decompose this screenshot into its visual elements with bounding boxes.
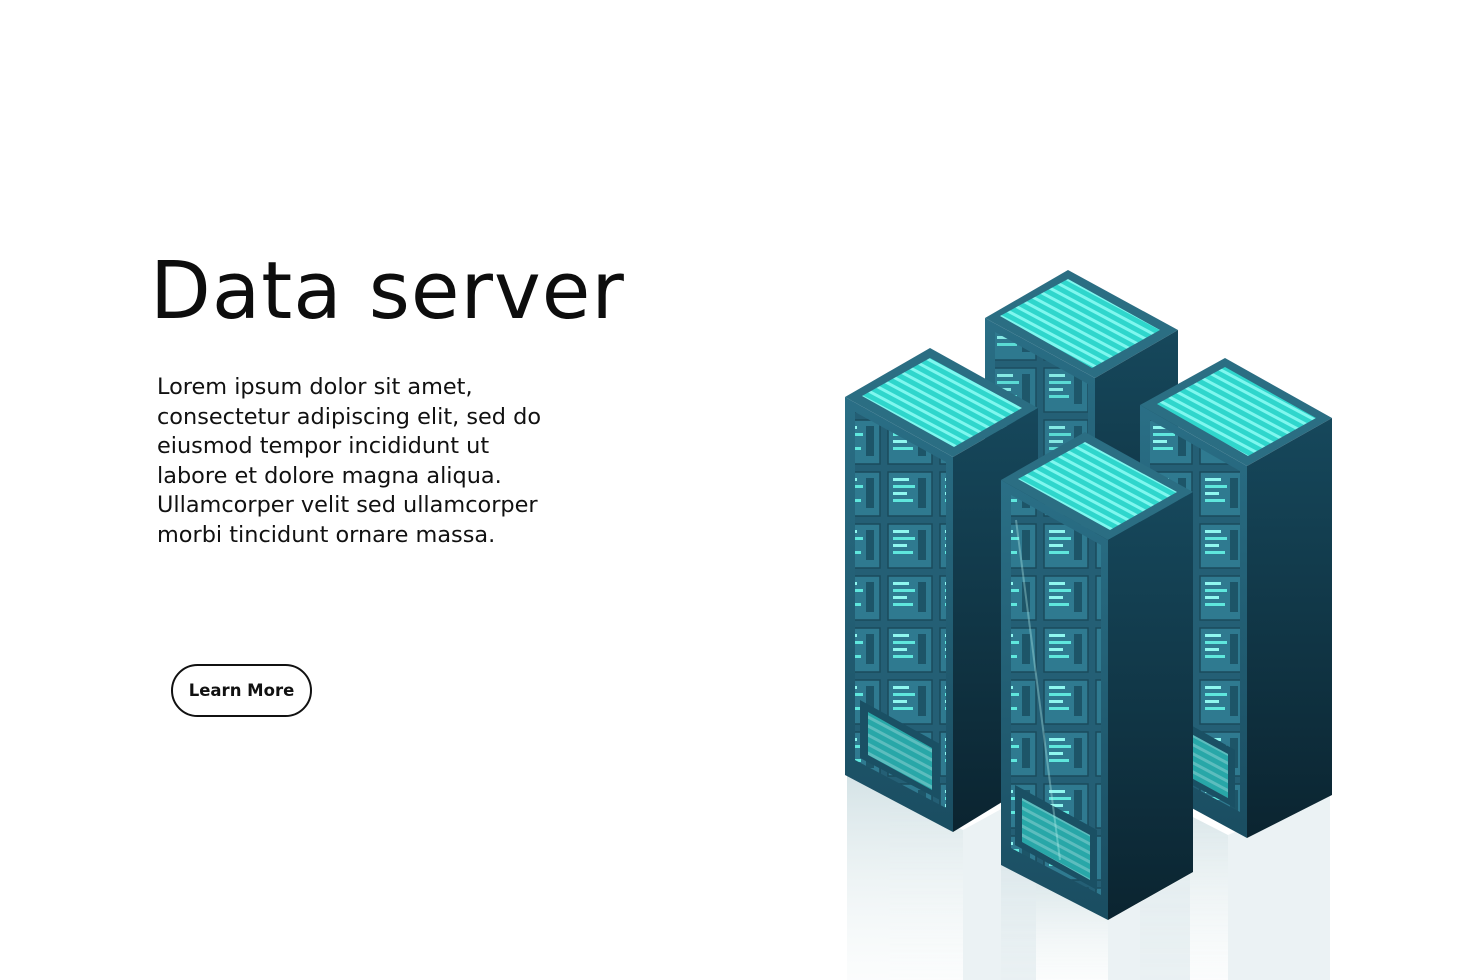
server-racks-illustration [845, 270, 1332, 980]
learn-more-button[interactable]: Learn More [171, 664, 312, 717]
server-rack-front [1001, 432, 1193, 920]
page-title: Data server [150, 245, 625, 337]
hero-description: Lorem ipsum dolor sit amet, consectetur … [157, 374, 542, 548]
